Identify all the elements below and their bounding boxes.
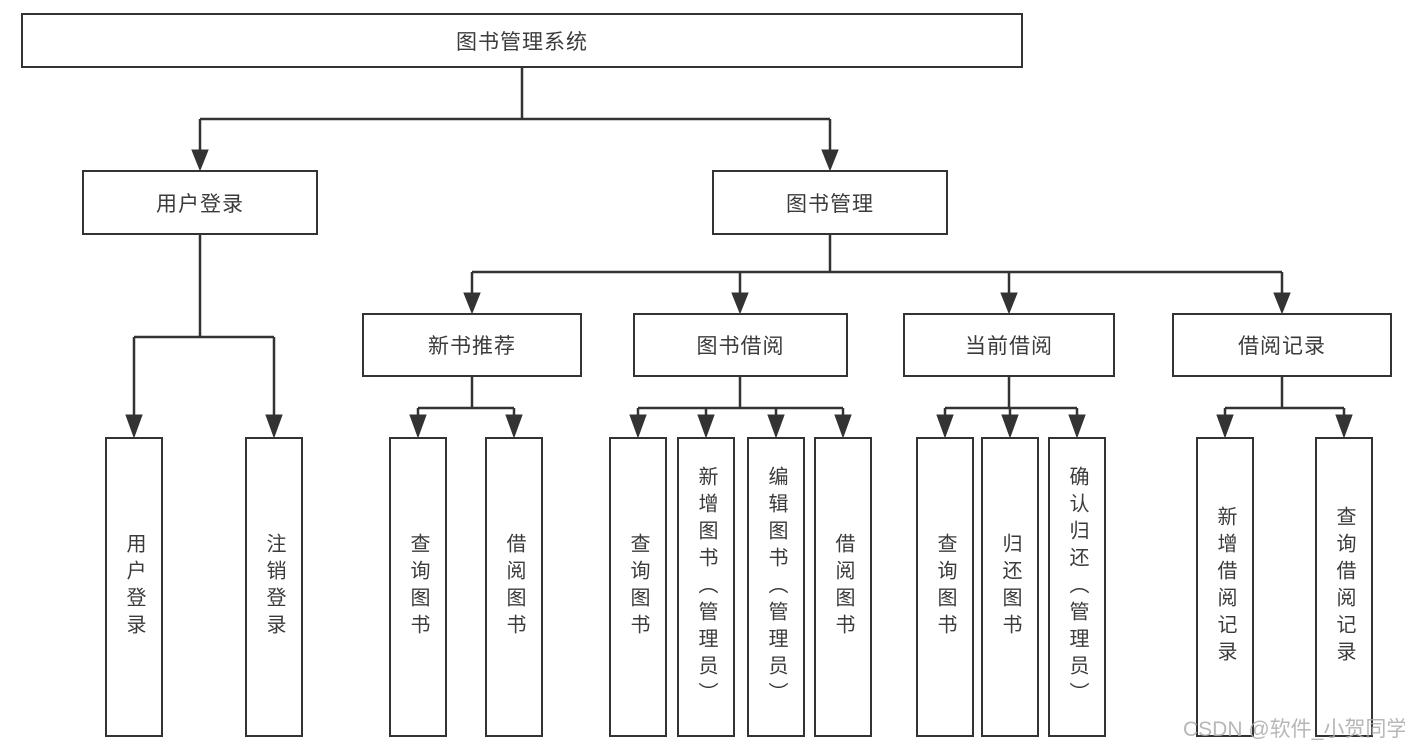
arrowhead-icon <box>697 414 715 439</box>
node-leaf-return-book: 归还图书 <box>981 437 1039 737</box>
arrowhead-icon <box>1335 414 1353 439</box>
arrowhead-icon <box>1216 414 1234 439</box>
node-leaf-add-borrow-record: 新增借阅记录 <box>1196 437 1254 737</box>
node-leaf-current-query-book: 查询图书 <box>916 437 974 737</box>
node-leaf-confirm-return-admin: 确认归还（管理员） <box>1048 437 1106 737</box>
arrowhead-icon <box>191 149 209 172</box>
node-leaf-query-borrow-record: 查询借阅记录 <box>1315 437 1373 737</box>
node-current-borrow: 当前借阅 <box>903 313 1115 377</box>
node-book-management: 图书管理 <box>712 170 948 235</box>
node-leaf-add-book-admin: 新增图书（管理员） <box>677 437 735 737</box>
connector-recommend-children <box>409 377 523 439</box>
node-leaf-user-login: 用户登录 <box>105 437 163 737</box>
arrowhead-icon <box>1000 292 1018 315</box>
node-leaf-recommend-borrow-book: 借阅图书 <box>485 437 543 737</box>
node-new-book-recommend: 新书推荐 <box>362 313 582 377</box>
node-book-borrow: 图书借阅 <box>633 313 848 377</box>
arrowhead-icon <box>731 292 749 315</box>
csdn-watermark: CSDN @软件_小贺同学 <box>1183 718 1405 741</box>
arrowhead-icon <box>1001 414 1019 439</box>
node-system-root: 图书管理系统 <box>21 13 1023 68</box>
arrowhead-icon <box>936 414 954 439</box>
arrowhead-icon <box>1068 414 1086 439</box>
arrowhead-icon <box>821 149 839 172</box>
connector-login-children <box>125 235 283 439</box>
arrowhead-icon <box>767 414 785 439</box>
arrowhead-icon <box>409 414 427 439</box>
arrowhead-icon <box>834 414 852 439</box>
node-leaf-logout: 注销登录 <box>245 437 303 737</box>
node-leaf-borrow-query-book: 查询图书 <box>609 437 667 737</box>
arrowhead-icon <box>629 414 647 439</box>
node-leaf-edit-book-admin: 编辑图书（管理员） <box>747 437 805 737</box>
connector-record-children <box>1216 377 1353 439</box>
arrowhead-icon <box>125 414 143 439</box>
connector-borrow-children <box>629 377 852 439</box>
node-user-login: 用户登录 <box>82 170 318 235</box>
arrowhead-icon <box>1273 292 1291 315</box>
connector-root-to-level2 <box>191 68 839 172</box>
node-leaf-borrow-book: 借阅图书 <box>814 437 872 737</box>
connector-current-children <box>936 377 1086 439</box>
node-borrow-record: 借阅记录 <box>1172 313 1392 377</box>
connector-mgmt-children <box>463 235 1291 315</box>
arrowhead-icon <box>265 414 283 439</box>
arrowhead-icon <box>463 292 481 315</box>
node-leaf-recommend-query-book: 查询图书 <box>389 437 447 737</box>
arrowhead-icon <box>505 414 523 439</box>
